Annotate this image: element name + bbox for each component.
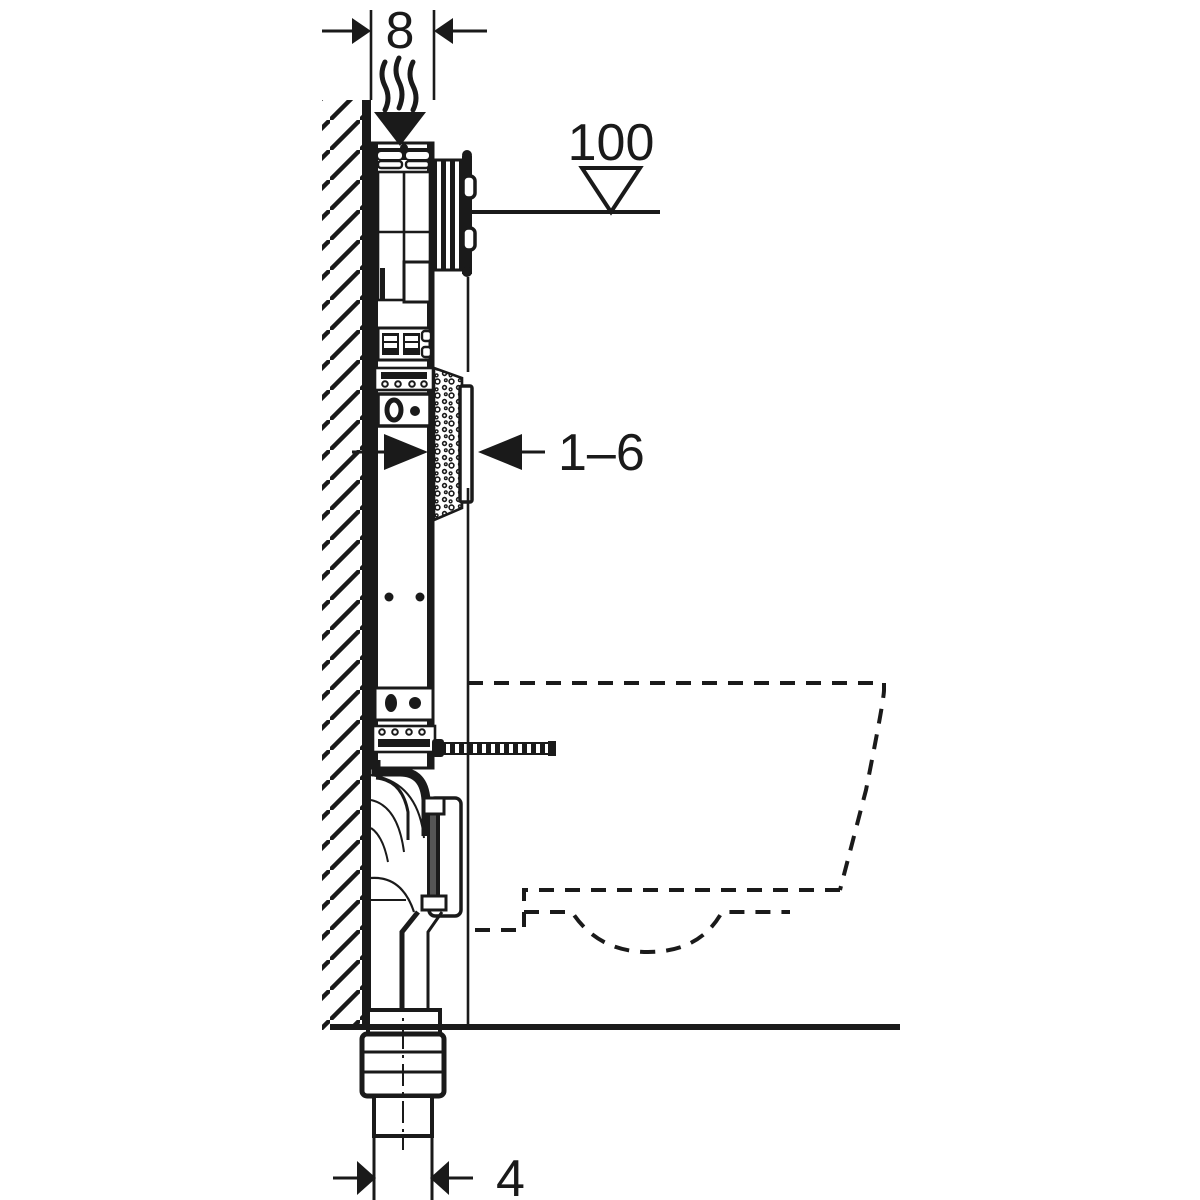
- dimension-label-bottom: 4: [496, 1150, 525, 1200]
- flush-actuator-plate: [432, 150, 477, 277]
- dimension-top-depth: [322, 18, 487, 44]
- flush-water-symbol: [374, 55, 426, 146]
- toilet-bowl-outline: [468, 681, 886, 955]
- valve-mechanism: [373, 326, 435, 428]
- threaded-rod: [432, 739, 556, 757]
- level-marker-label: 100: [568, 114, 655, 172]
- dimension-label-panel: 1–6: [558, 424, 645, 482]
- flush-pipe-bend: [370, 760, 431, 913]
- insulation-panel: [432, 366, 474, 522]
- dimension-label-top: 8: [386, 2, 415, 60]
- wall-hatching: [322, 100, 368, 1030]
- dimension-panel-range: [352, 434, 545, 470]
- lower-bracket-assembly: [371, 686, 437, 754]
- dimension-bottom-pipe: [333, 1161, 473, 1195]
- cistern-top-assembly: [374, 144, 432, 304]
- bowl-connector-sleeve: [399, 796, 463, 1010]
- wall-inner-face: [362, 100, 371, 1030]
- frame-fixings: [384, 592, 425, 602]
- level-marker-group: [468, 166, 660, 216]
